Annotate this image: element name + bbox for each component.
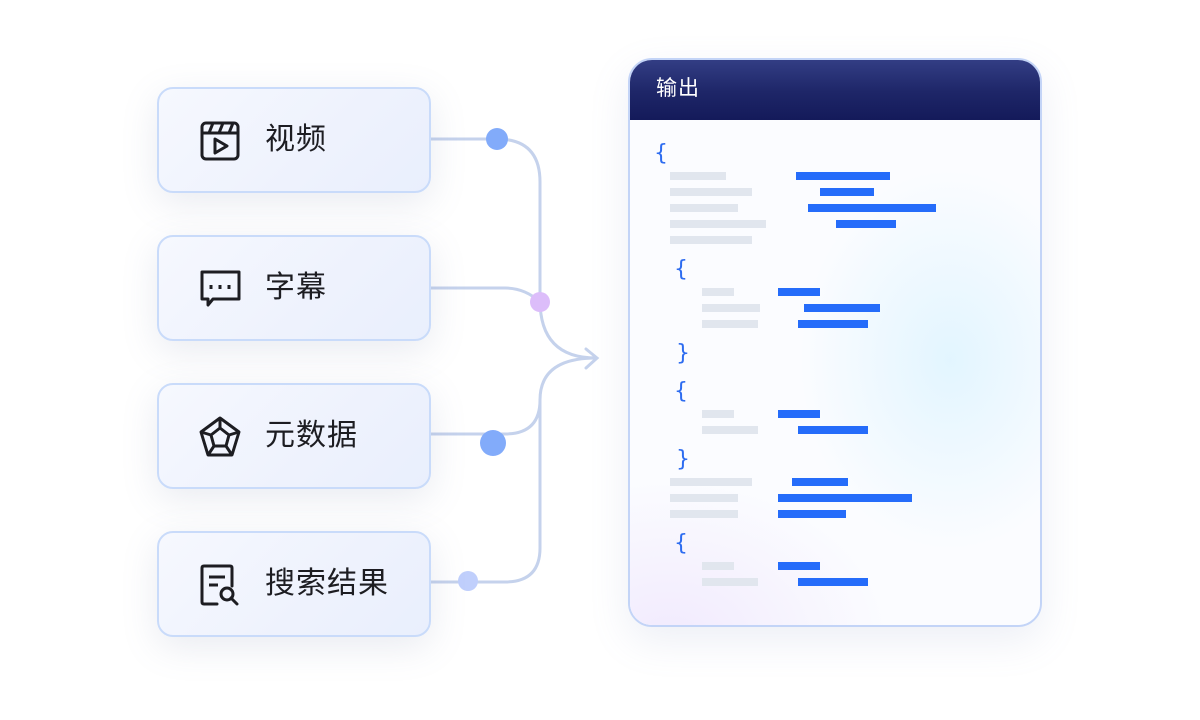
json-key-bar — [702, 578, 758, 586]
json-value-bar — [820, 188, 874, 196]
json-value-bar — [792, 478, 848, 486]
node-metadata — [480, 430, 506, 456]
json-nested-open-brace: { — [674, 531, 688, 556]
json-key-bar — [670, 236, 752, 244]
json-key-bar — [670, 172, 726, 180]
json-key-bar — [702, 562, 734, 570]
subtitle-chat-icon — [200, 270, 241, 307]
node-video — [486, 128, 508, 150]
json-value-bar — [798, 426, 868, 434]
json-nested-open-brace: { — [674, 379, 688, 404]
json-key-bar — [670, 510, 738, 518]
json-value-bar — [796, 172, 890, 180]
json-key-bar — [670, 478, 752, 486]
json-value-bar — [798, 320, 868, 328]
input-label-search: 搜索结果 — [265, 566, 389, 601]
json-value-bar — [778, 562, 820, 570]
connector-video — [429, 137, 598, 360]
connector-search — [429, 398, 542, 584]
json-value-bar — [836, 220, 896, 228]
pentagon-metadata-icon — [199, 416, 241, 457]
json-value-bar — [808, 204, 936, 212]
json-key-bar — [702, 426, 758, 434]
input-label-subtitle: 字幕 — [265, 270, 327, 305]
json-nested-close-brace: } — [676, 447, 690, 472]
json-key-bar — [702, 410, 734, 418]
input-card-metadata: 元数据 — [157, 383, 431, 489]
input-card-search: 搜索结果 — [157, 531, 431, 637]
node-subtitle — [530, 292, 550, 312]
json-key-bar — [702, 288, 734, 296]
json-nested-open-brace: { — [674, 257, 688, 282]
json-value-bar — [804, 304, 880, 312]
json-key-bar — [670, 204, 738, 212]
input-label-metadata: 元数据 — [265, 418, 358, 453]
input-label-video: 视频 — [265, 122, 327, 157]
video-clapper-icon — [200, 121, 240, 161]
connector-metadata — [429, 356, 598, 436]
json-value-bar — [778, 494, 912, 502]
json-value-bar — [798, 578, 868, 586]
json-key-bar — [670, 494, 738, 502]
output-panel-title: 输出 — [656, 76, 700, 100]
json-key-bar — [702, 320, 758, 328]
input-card-video: 视频 — [157, 87, 431, 193]
node-search — [458, 571, 478, 591]
connector-subtitle — [429, 286, 542, 304]
json-nested-close-brace: } — [676, 341, 690, 366]
json-value-bar — [778, 410, 820, 418]
json-value-bar — [778, 288, 820, 296]
json-value-bar — [778, 510, 846, 518]
arrow-head-icon — [584, 347, 600, 370]
output-panel: 输出 { { } { } { — [628, 58, 1042, 627]
json-key-bar — [670, 188, 752, 196]
output-panel-header: 输出 — [630, 60, 1040, 120]
input-card-subtitle: 字幕 — [157, 235, 431, 341]
output-json-body: { { } { } { — [630, 120, 1040, 625]
json-key-bar — [702, 304, 760, 312]
search-document-icon — [200, 564, 239, 606]
json-key-bar — [670, 220, 766, 228]
json-open-brace: { — [654, 141, 668, 166]
